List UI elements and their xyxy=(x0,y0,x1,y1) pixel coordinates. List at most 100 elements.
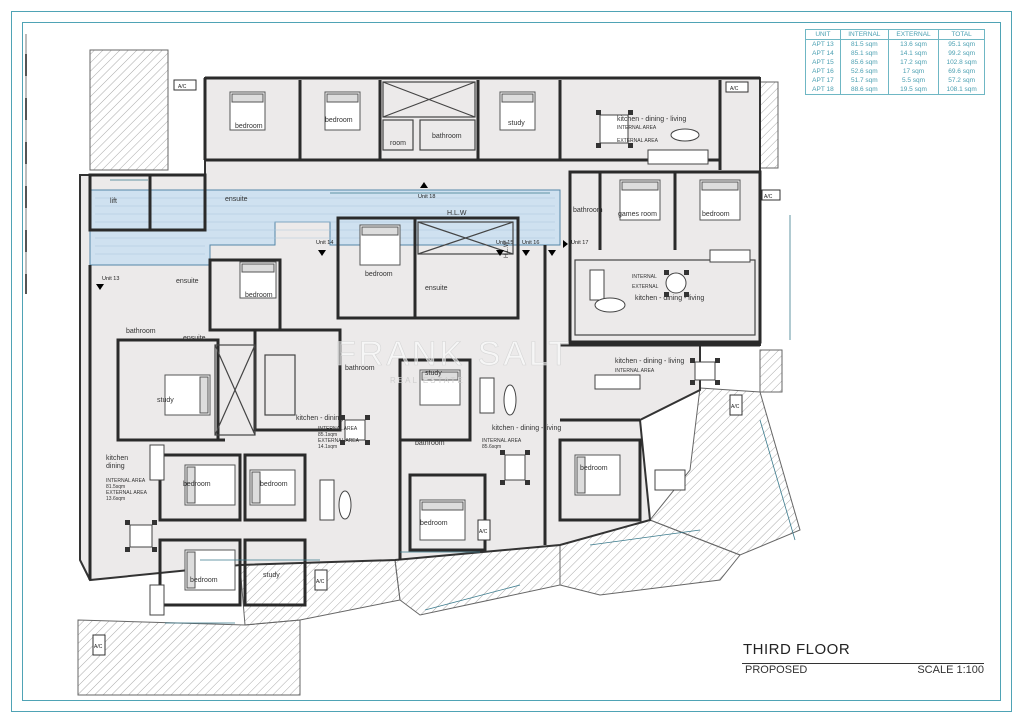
title-block: THIRD FLOOR PROPOSED SCALE 1:100 xyxy=(742,640,987,680)
area-label-ext-13-val: 13.6sqm xyxy=(106,496,125,502)
area-label-int-18: INTERNAL AREA xyxy=(617,125,657,131)
room-label-study-13: study xyxy=(157,397,174,404)
room-label-bathroom-mid: bathroom xyxy=(345,365,375,372)
area-label-int-13-val: 81.5sqm xyxy=(106,484,125,490)
cell: 95.1 sqm xyxy=(938,39,985,49)
room-label-hlw-top: H.L.W xyxy=(447,210,467,217)
cell: 81.5 sqm xyxy=(839,39,889,49)
area-label-ext-14: EXTERNAL AREA xyxy=(318,438,360,444)
header-external: EXTERNAL xyxy=(887,29,940,40)
header-unit: UNIT xyxy=(805,29,841,40)
room-label-bedroom-16: bedroom xyxy=(580,465,608,472)
room-label-bedroom-mid: bedroom xyxy=(702,211,730,218)
ac-label-2: A/C xyxy=(730,86,739,92)
cell: 99.2 sqm xyxy=(938,49,985,58)
cell: 17.2 sqm xyxy=(887,58,940,67)
sheet-inner-border xyxy=(22,22,1001,701)
cell: 102.8 sqm xyxy=(938,58,985,67)
cell: APT 14 xyxy=(805,49,841,58)
area-label-int-15-val: 85.6sqm xyxy=(482,444,501,450)
room-label-kitchen-13: kitchen xyxy=(106,455,128,462)
room-label-bedroom-13b: bedroom xyxy=(260,481,288,488)
room-label-hlw-side: H.L.W xyxy=(504,241,510,258)
beds xyxy=(164,91,741,591)
area-label-ext-13: EXTERNAL AREA xyxy=(106,490,148,496)
room-label-bathroom-17: bathroom xyxy=(573,207,603,214)
ac-label-1: A/C xyxy=(178,84,187,90)
table-row: APT 17 51.7 sqm 5.5 sqm 57.2 sqm xyxy=(805,76,985,85)
drawing-scale: SCALE 1:100 xyxy=(917,664,984,676)
room-label-study-top: study xyxy=(508,120,525,127)
unit-label-13: Unit 13 xyxy=(102,276,119,282)
room-label-bathroom-13: bathroom xyxy=(126,328,156,335)
room-label-bedroom-13a: bedroom xyxy=(183,481,211,488)
cell: 69.6 sqm xyxy=(938,67,985,76)
cell: APT 18 xyxy=(805,85,841,95)
room-label-ensuite-3: ensuite xyxy=(176,278,199,285)
area-label-ext-17: EXTERNAL xyxy=(632,284,659,290)
ac-label-3: A/C xyxy=(764,194,773,200)
table-row: APT 13 81.5 sqm 13.6 sqm 95.1 sqm xyxy=(805,39,985,49)
scale-ruler xyxy=(25,34,27,294)
room-label-bedroom-17: bedroom xyxy=(245,292,273,299)
drawing-subtitle: PROPOSED xyxy=(745,664,808,676)
area-label-int-13: INTERNAL AREA xyxy=(106,478,146,484)
table-row: APT 15 85.6 sqm 17.2 sqm 102.8 sqm xyxy=(805,58,985,67)
room-label-bathroom-15: bathroom xyxy=(415,440,445,447)
room-label-kitchen-14: kitchen - dining xyxy=(296,415,343,422)
watermark: FRANK SALT xyxy=(335,335,572,373)
cell: 14.1 sqm xyxy=(887,49,940,58)
area-label-int-14: INTERNAL AREA xyxy=(318,426,358,432)
room-label-kdl-16: kitchen - dining - living xyxy=(615,358,684,365)
header-total: TOTAL xyxy=(938,29,985,40)
room-label-ensuite-1: ensuite xyxy=(225,196,248,203)
unit-label-16: Unit 16 xyxy=(522,240,539,246)
area-table-header: UNIT INTERNAL EXTERNAL TOTAL xyxy=(805,29,985,40)
title-rule xyxy=(742,663,984,664)
room-label-games-room: games room xyxy=(618,211,657,218)
room-label-bathroom-top: bathroom xyxy=(432,133,462,140)
unit-label-15: Unit 15 xyxy=(496,240,513,246)
ac-label-6: A/C xyxy=(94,644,103,650)
area-label-ext-14-val: 14.1sqm xyxy=(318,444,337,450)
table-row: APT 14 85.1 sqm 14.1 sqm 99.2 sqm xyxy=(805,49,985,58)
cell: 108.1 sqm xyxy=(938,85,985,95)
room-label-room-top: room xyxy=(390,140,406,147)
cell: 5.5 sqm xyxy=(887,76,940,85)
room-label-bedroom-bl: bedroom xyxy=(190,577,218,584)
unit-markers xyxy=(96,182,568,290)
area-label-int-15: INTERNAL AREA xyxy=(482,438,522,444)
ac-label-5: A/C xyxy=(316,579,325,585)
room-label-kdl-17: kitchen - dining - living xyxy=(635,295,704,302)
room-label-lift: lift xyxy=(110,198,117,205)
cell: 88.6 sqm xyxy=(839,85,889,95)
room-label-bedroom-top2: bedroom xyxy=(325,117,353,124)
ac-label-4: A/C xyxy=(479,529,488,535)
unit-label-17: Unit 17 xyxy=(571,240,588,246)
cell: APT 13 xyxy=(805,39,841,49)
room-label-bedroom-top1: bedroom xyxy=(235,123,263,130)
cell: 17 sqm xyxy=(887,67,940,76)
cell: APT 17 xyxy=(805,76,841,85)
cell: 13.6 sqm xyxy=(887,39,940,49)
watermark-sub: REAL ESTATE xyxy=(390,376,465,385)
room-label-ensuite-4: ensuite xyxy=(183,335,206,342)
cell: 19.5 sqm xyxy=(887,85,940,95)
cell: APT 16 xyxy=(805,67,841,76)
dimension-lines xyxy=(110,179,796,624)
drawing-title: THIRD FLOOR xyxy=(743,641,851,658)
cell: 85.1 sqm xyxy=(839,49,889,58)
area-label-int-17: INTERNAL xyxy=(632,274,657,280)
room-label-kdl-18: kitchen - dining - living xyxy=(617,116,686,123)
cell: 51.7 sqm xyxy=(839,76,889,85)
partitions xyxy=(214,81,756,436)
ac-units xyxy=(92,79,781,656)
sheet-outer-border xyxy=(11,11,1012,712)
cell: 57.2 sqm xyxy=(938,76,985,85)
unit-label-18: Unit 18 xyxy=(418,194,435,200)
furniture xyxy=(129,114,751,616)
area-schedule-table: UNIT INTERNAL EXTERNAL TOTAL APT 13 81.5… xyxy=(805,29,985,95)
table-row: APT 16 52.6 sqm 17 sqm 69.6 sqm xyxy=(805,67,985,76)
